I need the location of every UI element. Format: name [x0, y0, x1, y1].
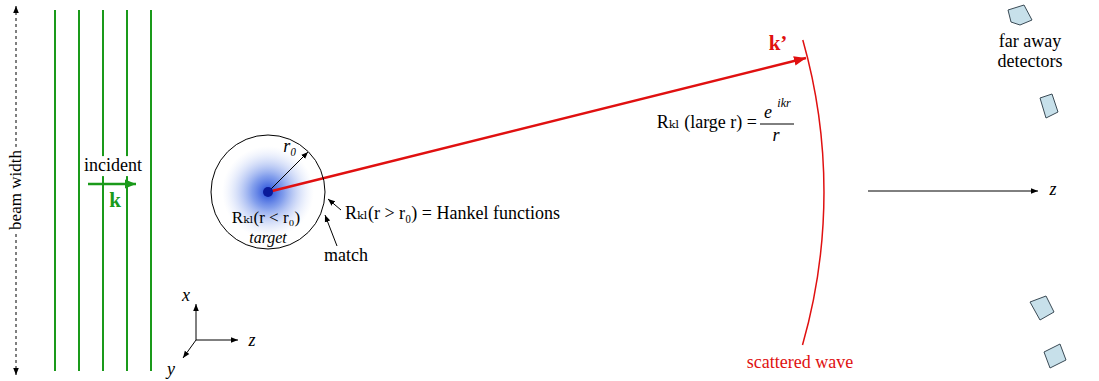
scattered-wave-vector: [268, 58, 806, 192]
wave-vector-label: k’: [769, 32, 788, 55]
detectors-label: far away detectors: [984, 32, 1076, 72]
wave-fronts: [55, 10, 151, 371]
scattered-wave-front: [803, 40, 824, 345]
match-label: match: [324, 246, 368, 266]
axis-label: x: [182, 286, 190, 306]
fraction-bar: [760, 124, 794, 125]
leader-line: [325, 215, 337, 246]
axis-label: z: [248, 331, 255, 351]
leader-line: [328, 199, 341, 210]
target-center: [263, 187, 273, 197]
axis-label: y: [167, 360, 175, 380]
radius-arrow: [268, 152, 308, 192]
incident-label: incident: [81, 156, 145, 176]
region-formula: Rₖₗ(r < r₀): [232, 209, 300, 226]
formula-exponent: ikr: [777, 97, 790, 110]
wave-vector-label: k: [106, 189, 124, 212]
wave-front-label: scattered wave: [747, 353, 853, 373]
axis-label: z: [1049, 180, 1056, 200]
asymptotic-formula: Rₖₗ (large r) =: [657, 113, 757, 133]
radius-label: r₀: [283, 137, 296, 155]
formula-denominator: r: [772, 126, 779, 146]
target-circle: r₀ Rₖₗ(r < r₀) target: [210, 134, 326, 250]
incident-wave-vector: [88, 183, 136, 186]
region-formula: Rₖₗ(r > r₀) = Hankel functions: [345, 204, 560, 224]
target-density: [222, 146, 314, 238]
target-label: target: [249, 230, 287, 246]
coordinate-axes: [183, 304, 238, 358]
z-axis-arrow: [868, 191, 1038, 192]
dimension-label: beam width: [7, 147, 26, 233]
formula-numerator: e: [764, 103, 772, 123]
